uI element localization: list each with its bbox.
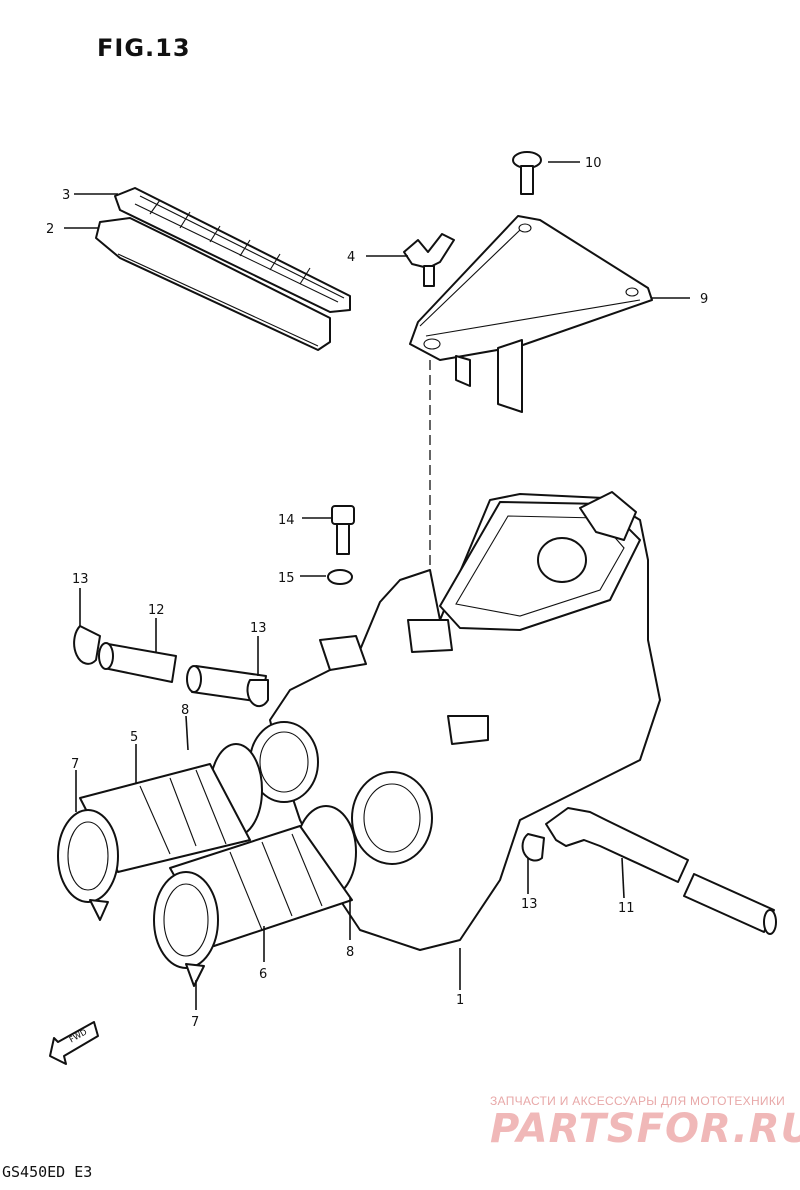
figure-title: FIG.13: [97, 34, 191, 62]
callout-2: 2: [46, 222, 54, 237]
callout-4: 4: [347, 250, 355, 265]
callout-11: 11: [618, 901, 635, 916]
part-11-drain-hose: [545, 807, 777, 935]
part-3-filter-element: [114, 187, 351, 313]
callout-1: 1: [456, 993, 464, 1008]
part-10-screw: [512, 151, 542, 195]
callout-9: 9: [700, 292, 708, 307]
part-13-clamp-b: [246, 679, 269, 708]
callout-3: 3: [62, 188, 70, 203]
callout-12: 12: [148, 603, 165, 618]
fwd-arrow-icon: FWD: [49, 1021, 99, 1065]
callout-7-b: 7: [191, 1015, 199, 1030]
part-13-clamp-a: [73, 625, 101, 665]
part-14-bolt: [331, 505, 355, 555]
watermark-tagline: ЗАПЧАСТИ И АКСЕССУАРЫ ДЛЯ МОТОТЕХНИКИ: [490, 1094, 786, 1108]
callout-5: 5: [130, 730, 138, 745]
callout-8-a: 8: [181, 703, 189, 718]
callout-8-b: 8: [346, 945, 354, 960]
part-7-clamp-lower: [153, 871, 219, 987]
leader-lines: [64, 161, 690, 1010]
part-2-filter-plate: [95, 217, 331, 351]
part-15-washer: [327, 569, 353, 585]
callout-6: 6: [259, 967, 267, 982]
part-4-wing-nut: [403, 233, 455, 287]
part-13-clamp-c: [521, 833, 545, 862]
callout-14: 14: [278, 513, 295, 528]
callout-13-b: 13: [250, 621, 267, 636]
part-3-mesh: [134, 195, 345, 303]
callout-10: 10: [585, 156, 602, 171]
callout-labels: 10 3 2 4 9 14 15 13 12 13 8 5 7 13 11 8 …: [46, 156, 708, 1030]
callout-7-a: 7: [71, 757, 79, 772]
part-12-hose: [98, 642, 267, 703]
callout-13-c: 13: [521, 897, 538, 912]
watermark-logo: PARTSFOR.RU: [490, 1106, 800, 1152]
model-code: GS450ED E3: [2, 1163, 93, 1181]
part-7-clamp-upper: [57, 809, 119, 921]
callout-15: 15: [278, 571, 295, 586]
callout-13-a: 13: [72, 572, 89, 587]
